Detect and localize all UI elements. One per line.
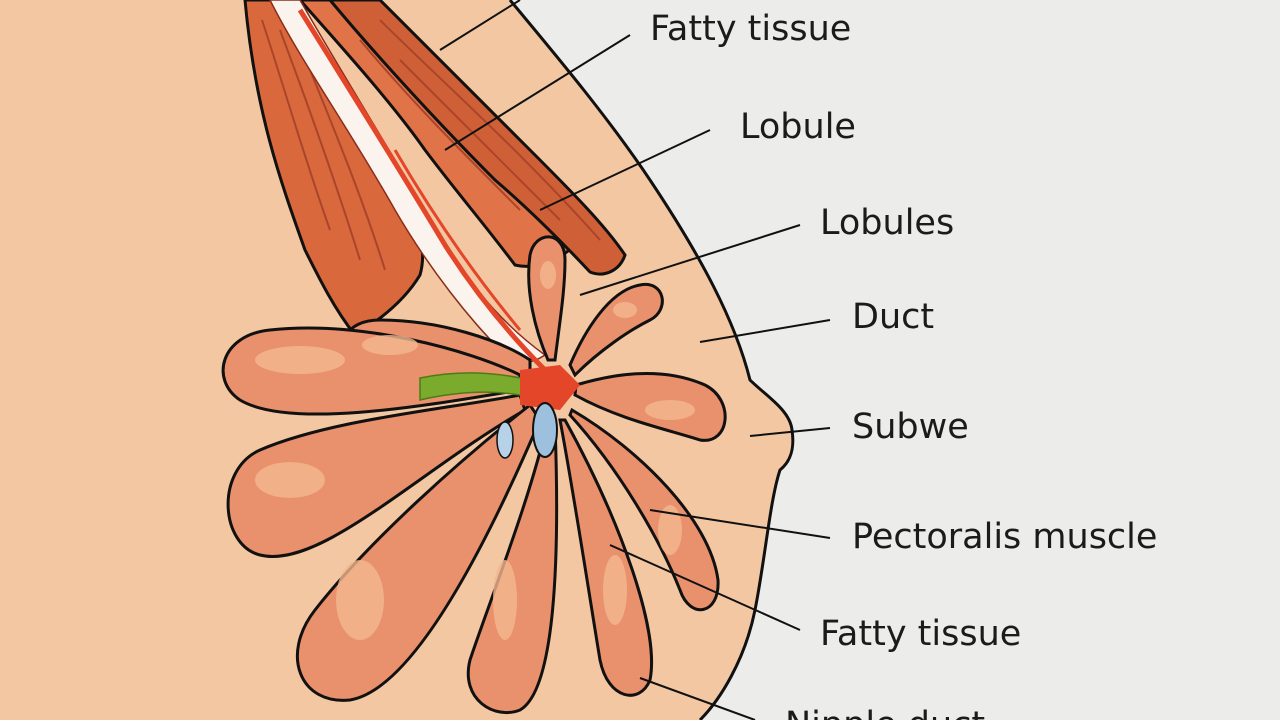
label-lobule: Lobule (740, 107, 856, 147)
label-pectoralis-muscle: Pectoralis muscle (852, 517, 1158, 557)
label-cut-off: Nipple duct (785, 708, 985, 720)
main-duct (297, 8, 547, 372)
blue-vessel (532, 402, 558, 458)
label-lobules: Lobules (820, 203, 955, 243)
label-fatty-tissue-top: Fatty tissue (650, 9, 852, 49)
label-subwe: Subwe (852, 407, 969, 447)
label-duct: Duct (852, 297, 935, 337)
leader-lines (439, 0, 831, 720)
label-fatty-tissue-bottom: Fatty tissue (820, 614, 1022, 654)
pectoralis-muscle (243, 0, 627, 337)
blue-vessel-2 (496, 421, 514, 459)
central-ducts (419, 365, 580, 410)
lobe-texture (255, 261, 695, 640)
